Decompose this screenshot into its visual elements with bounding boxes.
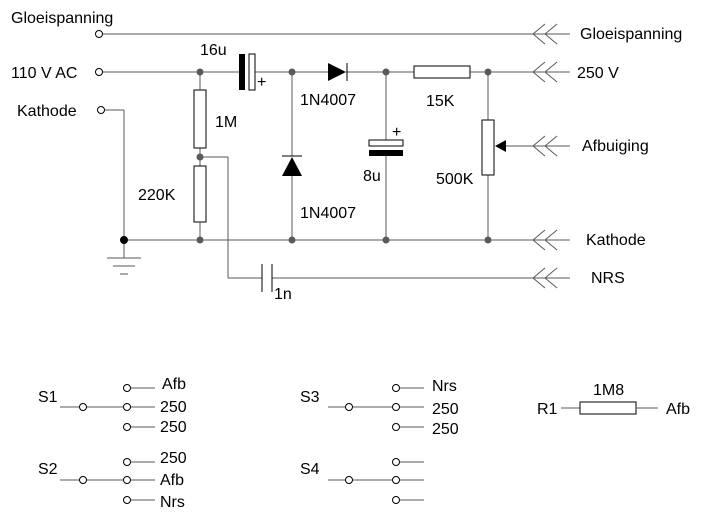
r15k-value-label: 15K <box>426 93 455 110</box>
c2-plus-sign: + <box>392 124 401 141</box>
c2-value-label: 8u <box>363 168 381 185</box>
potentiometer-500k: 500K <box>436 119 506 188</box>
switch-s3: S3 Nrs 250 250 <box>300 378 459 438</box>
junction-nodes <box>120 68 492 244</box>
s3-pos-3: 250 <box>432 421 459 438</box>
label-gloeispanning-out: Gloeispanning <box>580 26 682 43</box>
c1-value-label: 16u <box>200 42 227 59</box>
diode-d2: 1N4007 <box>282 155 356 222</box>
r1-output: Afb <box>666 401 690 418</box>
resistor-15k: 15K <box>413 65 471 110</box>
s1-name: S1 <box>38 389 58 406</box>
pot-value-label: 500K <box>436 171 474 188</box>
resistor-220k: 220K <box>138 165 207 223</box>
r1-value: 1M8 <box>593 382 624 399</box>
s2-pos-3: Nrs <box>160 494 185 511</box>
d1-value-label: 1N4007 <box>300 92 356 109</box>
connector-kathode-out <box>532 229 570 251</box>
s3-pos-2: 250 <box>432 401 459 418</box>
r1-name: R1 <box>537 401 558 418</box>
terminal-gloeispanning-in <box>95 30 103 38</box>
d2-value-label: 1N4007 <box>300 205 356 222</box>
c3-value-label: 1n <box>274 286 292 303</box>
s1-pos-3: 250 <box>160 419 187 436</box>
s1-pos-2: 250 <box>160 399 187 416</box>
resistor-1m: 1M <box>193 89 237 149</box>
label-gloeispanning-in: Gloeispanning <box>11 10 113 27</box>
s2-pos-2: Afb <box>160 472 184 489</box>
resistor-r1: R1 1M8 Afb <box>537 382 690 418</box>
r220k-value-label: 220K <box>138 187 176 204</box>
capacitor-c2: + 8u <box>363 124 404 185</box>
terminal-kathode-in <box>97 106 105 114</box>
connector-nrs-out <box>532 267 570 289</box>
label-nrs-out: NRS <box>591 270 625 287</box>
label-250v-out: 250 V <box>577 65 619 82</box>
wires <box>103 33 545 279</box>
s3-name: S3 <box>300 389 320 406</box>
s4-name: S4 <box>300 461 320 478</box>
label-kathode-in: Kathode <box>17 103 77 120</box>
label-afbuiging-out: Afbuiging <box>582 138 649 155</box>
capacitor-c3: 1n <box>261 264 292 303</box>
s2-name: S2 <box>38 461 58 478</box>
c1-plus-sign: + <box>257 74 266 91</box>
s2-pos-1: 250 <box>160 450 187 467</box>
connector-250v-out <box>532 61 570 83</box>
switch-s1: S1 Afb 250 250 <box>38 376 187 436</box>
s1-pos-1: Afb <box>162 376 186 393</box>
label-ac-in: 110 V AC <box>11 65 77 82</box>
switch-s4: S4 <box>300 458 424 504</box>
input-terminals: Gloeispanning 110 V AC Kathode <box>11 10 113 120</box>
s3-pos-1: Nrs <box>432 378 457 395</box>
r1m-value-label: 1M <box>215 114 237 131</box>
label-kathode-out: Kathode <box>586 232 646 249</box>
switch-s2: S2 250 Afb Nrs <box>38 450 187 511</box>
diode-d1: 1N4007 <box>300 63 356 109</box>
output-connectors: Gloeispanning 250 V Afbuiging Kathode NR… <box>532 23 682 289</box>
connector-gloeispanning-out <box>532 23 570 45</box>
terminal-ac-in <box>95 68 103 76</box>
connector-afbuiging-out <box>532 135 570 157</box>
capacitor-c1: + 16u <box>200 42 266 91</box>
